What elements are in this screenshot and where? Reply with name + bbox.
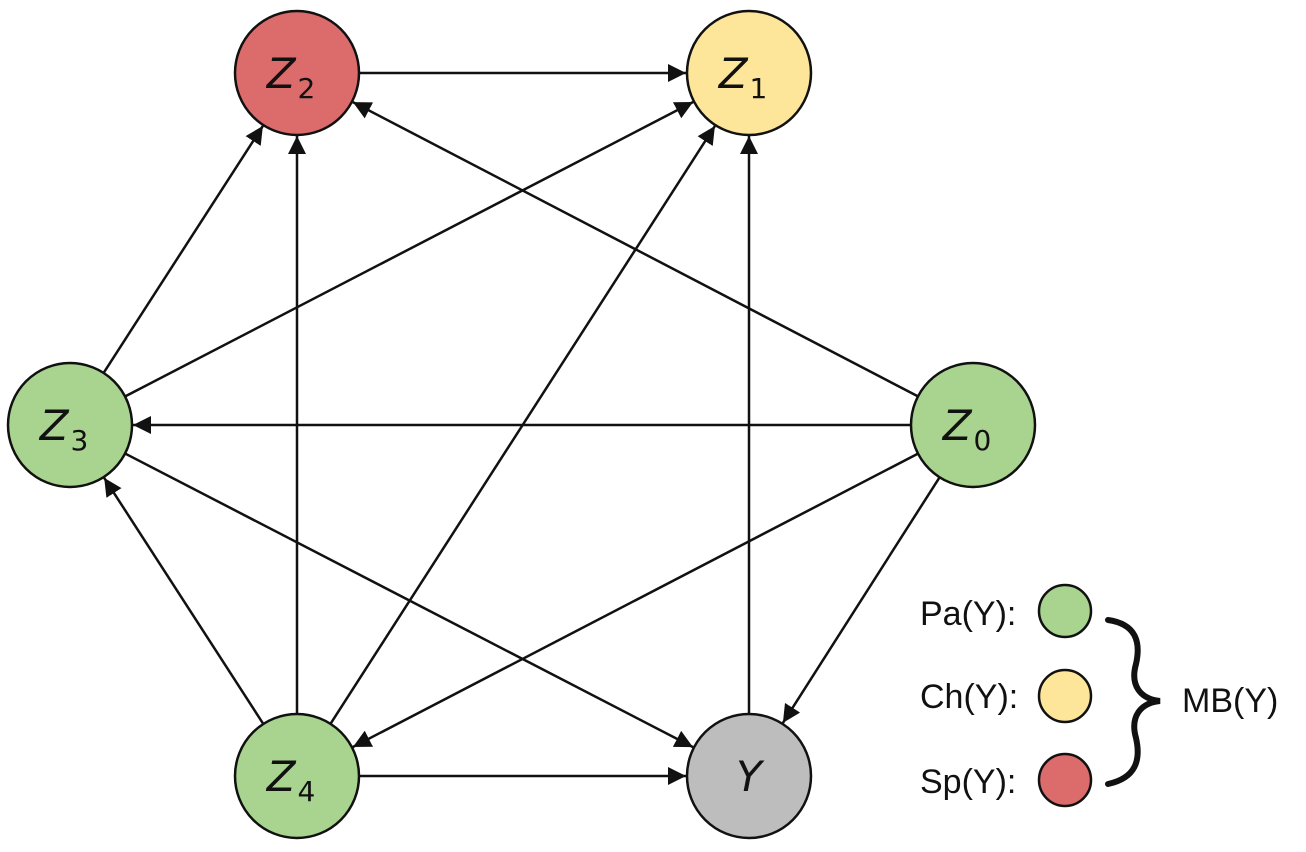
legend-swatch-children [1037,668,1093,724]
legend-label-parents: Pa(Y): [920,595,1016,633]
edge-z0-to-z4 [352,452,919,749]
node-label-subscript: 4 [297,775,315,808]
node-label-base: Z [39,401,70,450]
node-label-base: Z [266,49,297,98]
legend-swatch-parents [1037,583,1093,639]
node-y: Y [685,712,813,840]
edge-z0-to-y [781,476,941,724]
node-label-subscript: 1 [749,72,767,105]
legend-label-spouses: Sp(Y): [920,763,1016,801]
legend-item-spouses: Sp(Y): [920,752,1093,808]
node-label-z4: Z4 [266,752,316,808]
node-z3: Z3 [6,361,134,489]
markov-blanket-label: MB(Y) [1182,682,1278,720]
node-label-z2: Z2 [266,49,316,105]
node-label-subscript: 3 [70,424,88,457]
edge-z3-to-z2 [102,125,264,374]
node-circle-z0 [909,361,1037,489]
edges-layer [102,64,941,785]
node-circle-z4 [233,712,361,840]
curly-brace-icon [1105,617,1161,787]
node-z1: Z1 [685,9,813,137]
node-label-base: Z [266,752,297,801]
legend-label-children: Ch(Y): [920,678,1018,716]
node-label-subscript: 2 [297,72,315,105]
node-label-base: Z [718,49,749,98]
edge-z4-to-z3 [103,477,265,725]
node-label-z3: Z3 [39,401,89,457]
legend-item-children: Ch(Y): [920,668,1093,724]
node-circle-y [685,712,813,840]
node-label-z1: Z1 [718,49,768,105]
edge-z3-to-y [124,452,694,749]
node-circle-z3 [6,361,134,489]
node-label-base: Z [942,401,973,450]
legend-swatch-spouses [1037,752,1093,808]
legend-item-parents: Pa(Y): [920,583,1093,639]
node-z4: Z4 [233,712,361,840]
node-circle-z1 [685,9,813,137]
node-z0: Z0 [909,361,1037,489]
node-label-z0: Z0 [942,401,992,457]
node-label-y: Y [736,752,765,801]
node-z2: Z2 [233,9,361,137]
node-circle-z2 [233,9,361,137]
legend: Pa(Y): Ch(Y): Sp(Y): MB(Y) [920,583,1278,808]
node-label-base: Y [736,752,765,801]
node-label-subscript: 0 [973,424,991,457]
edge-z3-to-z1 [124,100,694,398]
